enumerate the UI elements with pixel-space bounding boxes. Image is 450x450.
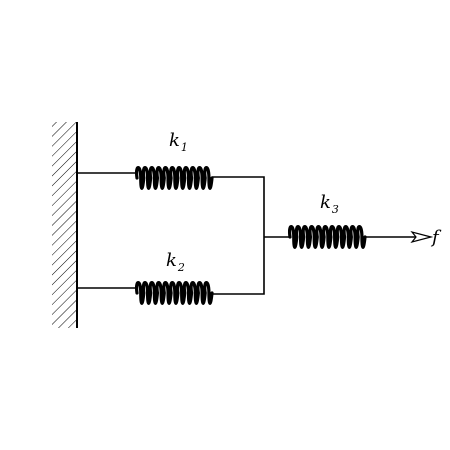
fixed-wall <box>52 122 78 328</box>
connection-wires <box>77 172 420 295</box>
arrow-head-icon <box>410 230 434 244</box>
spring-k2 <box>134 281 214 305</box>
spring-k3 <box>287 225 367 249</box>
wire-k2-junction <box>212 237 265 295</box>
label-k2: k2 <box>166 250 185 274</box>
spring-k1 <box>134 166 214 190</box>
label-k3: k3 <box>320 192 339 216</box>
label-force: f <box>430 227 442 248</box>
label-k1: k1 <box>169 130 188 154</box>
force-arrow <box>410 230 434 244</box>
wire-k1-junction <box>212 176 265 237</box>
